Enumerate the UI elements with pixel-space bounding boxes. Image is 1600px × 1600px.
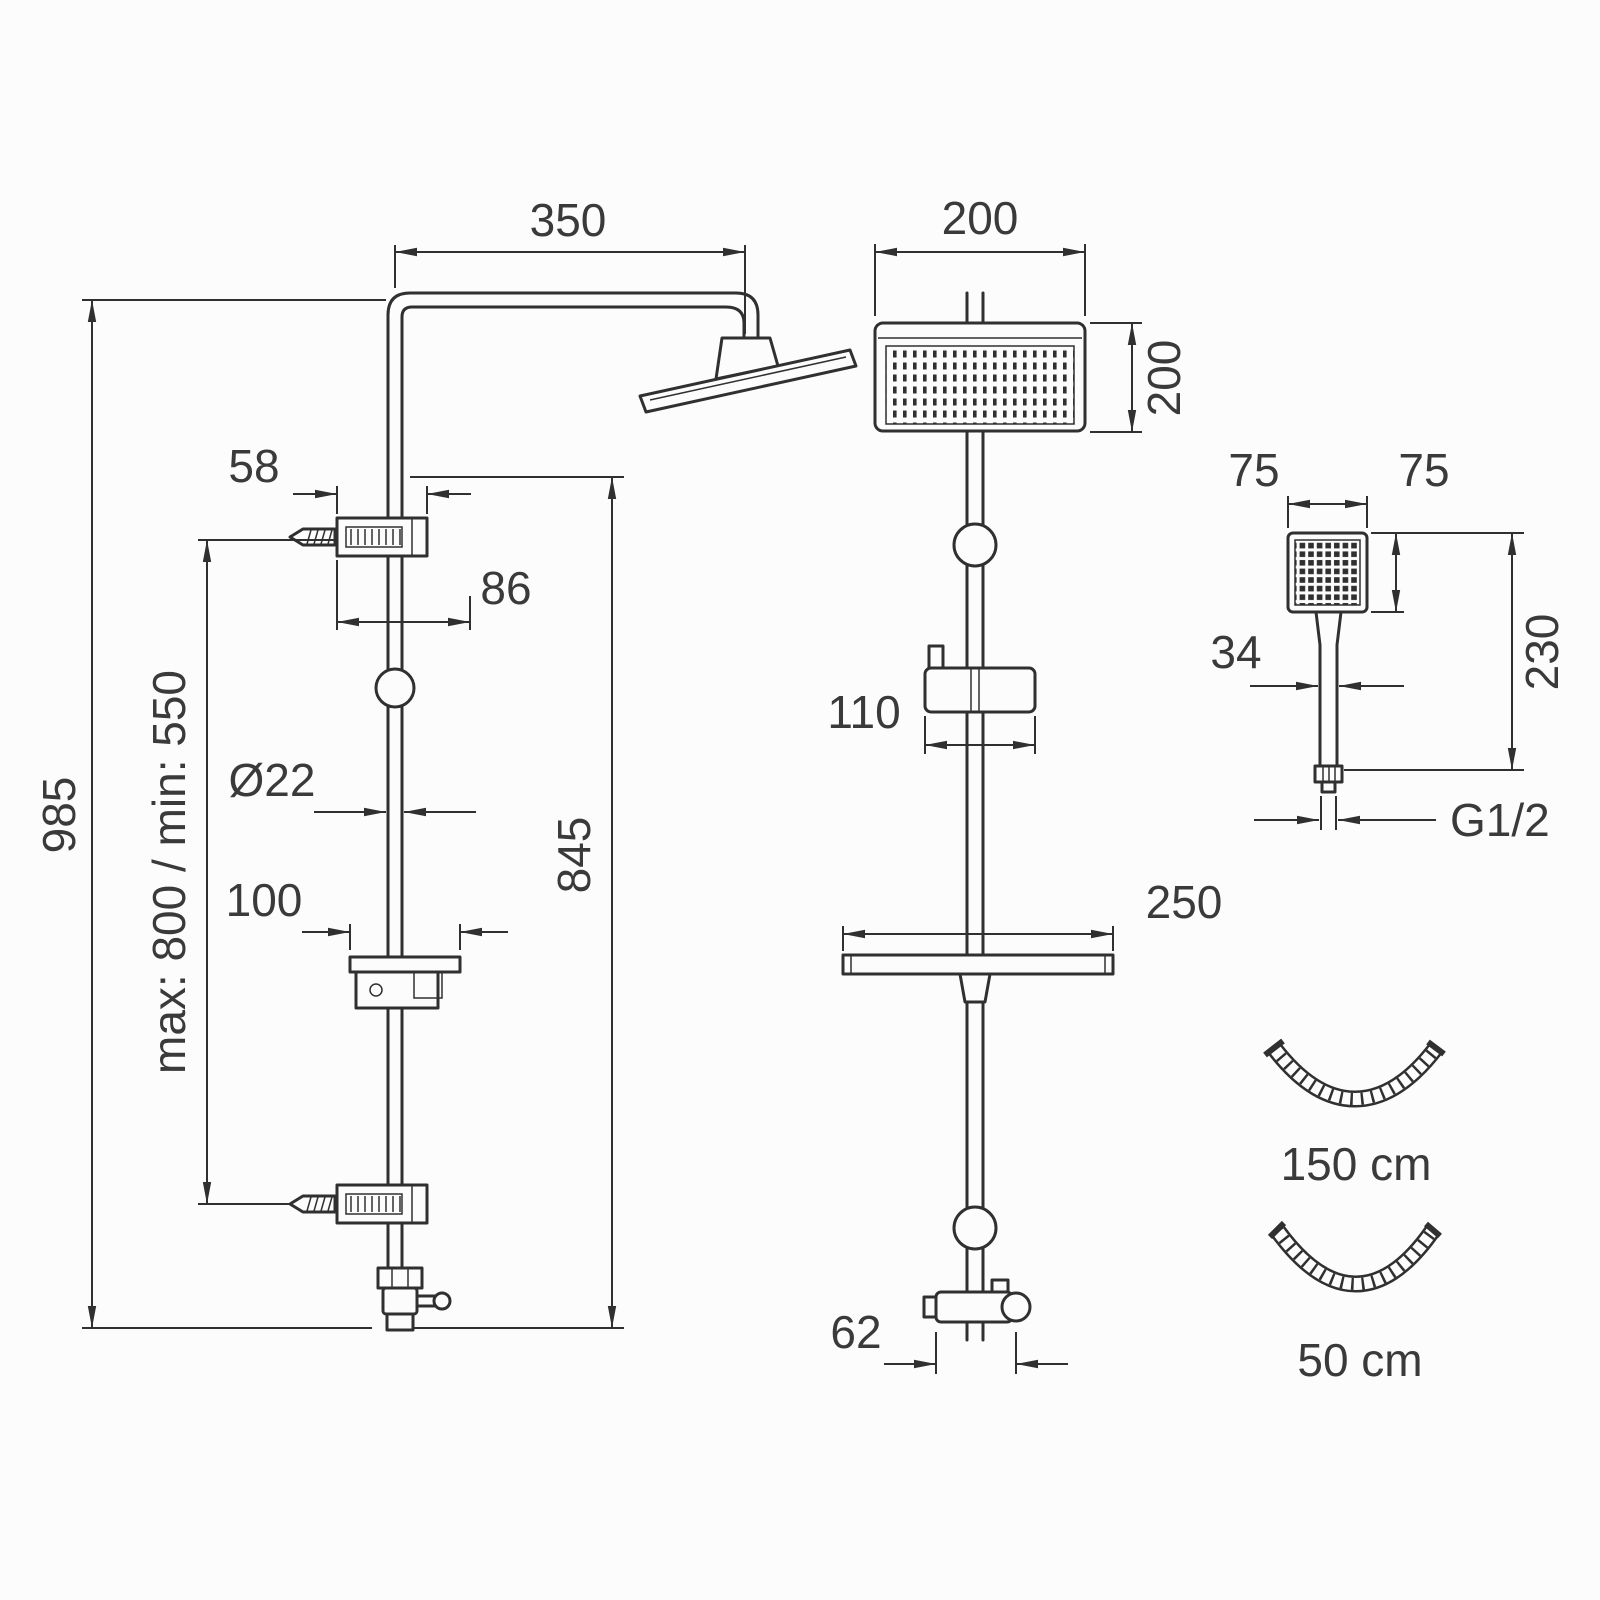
dim-label-slider-width: 110 <box>827 686 900 738</box>
dim-label-head-height: 200 <box>1138 340 1190 417</box>
dim-shelf-width: 250 <box>842 876 1223 951</box>
hose-long: 150 cm <box>1263 1038 1446 1190</box>
dim-handshower-width: 75 <box>1228 444 1368 528</box>
dim-slider-width: 110 <box>827 686 1036 754</box>
dim-label-handshower-length: 230 <box>1516 614 1568 691</box>
hose-short: 50 cm <box>1267 1220 1442 1386</box>
dim-head-height: 200 <box>1090 322 1190 433</box>
bottom-connector-side <box>376 1266 452 1332</box>
hose-short-label: 50 cm <box>1297 1334 1422 1386</box>
dim-label-pipe-diameter: Ø22 <box>229 754 316 806</box>
dim-pipe-diameter: Ø22 <box>229 754 476 817</box>
handshower-handle <box>1313 610 1344 794</box>
dim-mount-range: max: 800 / min: 550 <box>143 539 335 1205</box>
dim-label-connection-thread: G1/2 <box>1450 794 1550 846</box>
dim-total-height: 985 <box>33 299 386 1329</box>
front-inlet-valve <box>922 1278 1032 1324</box>
dim-label-shelf-width: 250 <box>1146 876 1223 928</box>
dim-shelf-depth: 100 <box>226 874 508 950</box>
hand-shower-view: 75 75 34 230 G1/2 <box>1210 444 1568 846</box>
dim-head-width: 200 <box>874 192 1086 316</box>
front-pipe <box>965 291 985 1342</box>
side-pipe <box>386 291 760 1274</box>
hose-long-label: 150 cm <box>1281 1138 1432 1190</box>
dim-bracket-depth: 86 <box>336 560 532 630</box>
dim-label-arm-reach: 350 <box>530 194 607 246</box>
dim-handle-width: 34 <box>1210 626 1404 691</box>
dim-label-bracket-depth: 86 <box>480 562 531 614</box>
dim-connection-thread: G1/2 <box>1254 794 1550 846</box>
front-shelf <box>841 953 1115 1004</box>
dim-rail-height: 845 <box>410 476 624 1329</box>
dim-label-handle-width: 34 <box>1210 626 1261 678</box>
dim-label-handshower-depth: 75 <box>1398 444 1449 496</box>
handshower-head <box>1286 531 1369 614</box>
side-view: 350 985 <box>33 194 858 1332</box>
front-knob-upper <box>952 522 998 568</box>
dim-label-bracket-width: 58 <box>228 440 279 492</box>
dim-label-mount-range: max: 800 / min: 550 <box>143 670 195 1074</box>
wall-bracket-top <box>288 516 429 558</box>
dim-label-handshower-width: 75 <box>1228 444 1279 496</box>
front-shower-head <box>873 321 1087 433</box>
front-view: 200 200 110 250 <box>827 192 1222 1374</box>
dim-label-total-height: 985 <box>33 777 85 854</box>
front-slider-holder <box>923 644 1037 714</box>
dim-label-shelf-depth: 100 <box>226 874 303 926</box>
dim-label-head-width: 200 <box>942 192 1019 244</box>
soap-dish-side <box>348 955 462 1010</box>
dim-handshower-length: 230 <box>1344 532 1568 771</box>
dim-label-rail-height: 845 <box>548 817 600 894</box>
wall-bracket-bottom <box>288 1183 429 1225</box>
front-knob-lower <box>952 1205 998 1251</box>
dim-handshower-depth: 75 <box>1371 444 1450 613</box>
dim-inlet-width: 62 <box>830 1306 1068 1374</box>
dim-bracket-width: 58 <box>228 440 471 514</box>
dim-label-inlet-width: 62 <box>830 1306 881 1358</box>
side-shower-head <box>638 348 858 414</box>
slider-knob-side <box>374 667 416 709</box>
dim-arm-reach: 350 <box>394 194 746 334</box>
